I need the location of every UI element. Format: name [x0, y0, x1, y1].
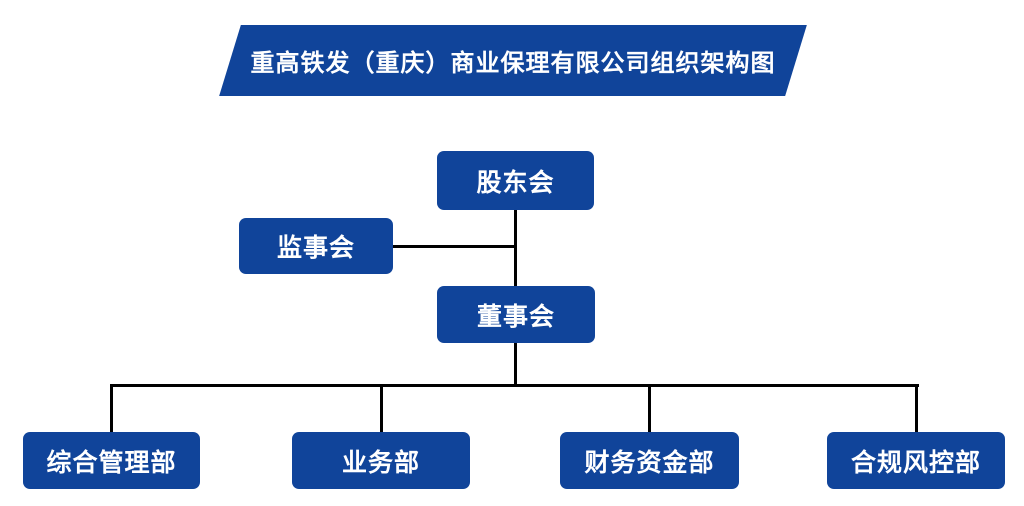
org-node-shareholders: 股东会	[437, 151, 594, 210]
org-node-general-admin-dept: 综合管理部	[23, 432, 200, 489]
org-node-business-dept: 业务部	[292, 432, 470, 489]
connector-drop-compliance	[915, 384, 918, 432]
chart-title: 重高铁发（重庆）商业保理有限公司组织架构图	[250, 50, 776, 77]
connector-drop-business	[380, 384, 383, 432]
org-node-compliance-risk-dept: 合规风控部	[827, 432, 1005, 489]
title-banner: 重高铁发（重庆）商业保理有限公司组织架构图	[219, 25, 807, 96]
connector-departments-bus	[111, 384, 919, 387]
connector-supervisory	[393, 245, 516, 248]
connector-drop-finance	[648, 384, 651, 432]
org-node-finance-treasury-dept: 财务资金部	[560, 432, 739, 489]
org-node-supervisory-board: 监事会	[239, 218, 393, 274]
connector-drop-admin	[110, 384, 113, 432]
org-node-board-of-directors: 董事会	[437, 286, 595, 343]
